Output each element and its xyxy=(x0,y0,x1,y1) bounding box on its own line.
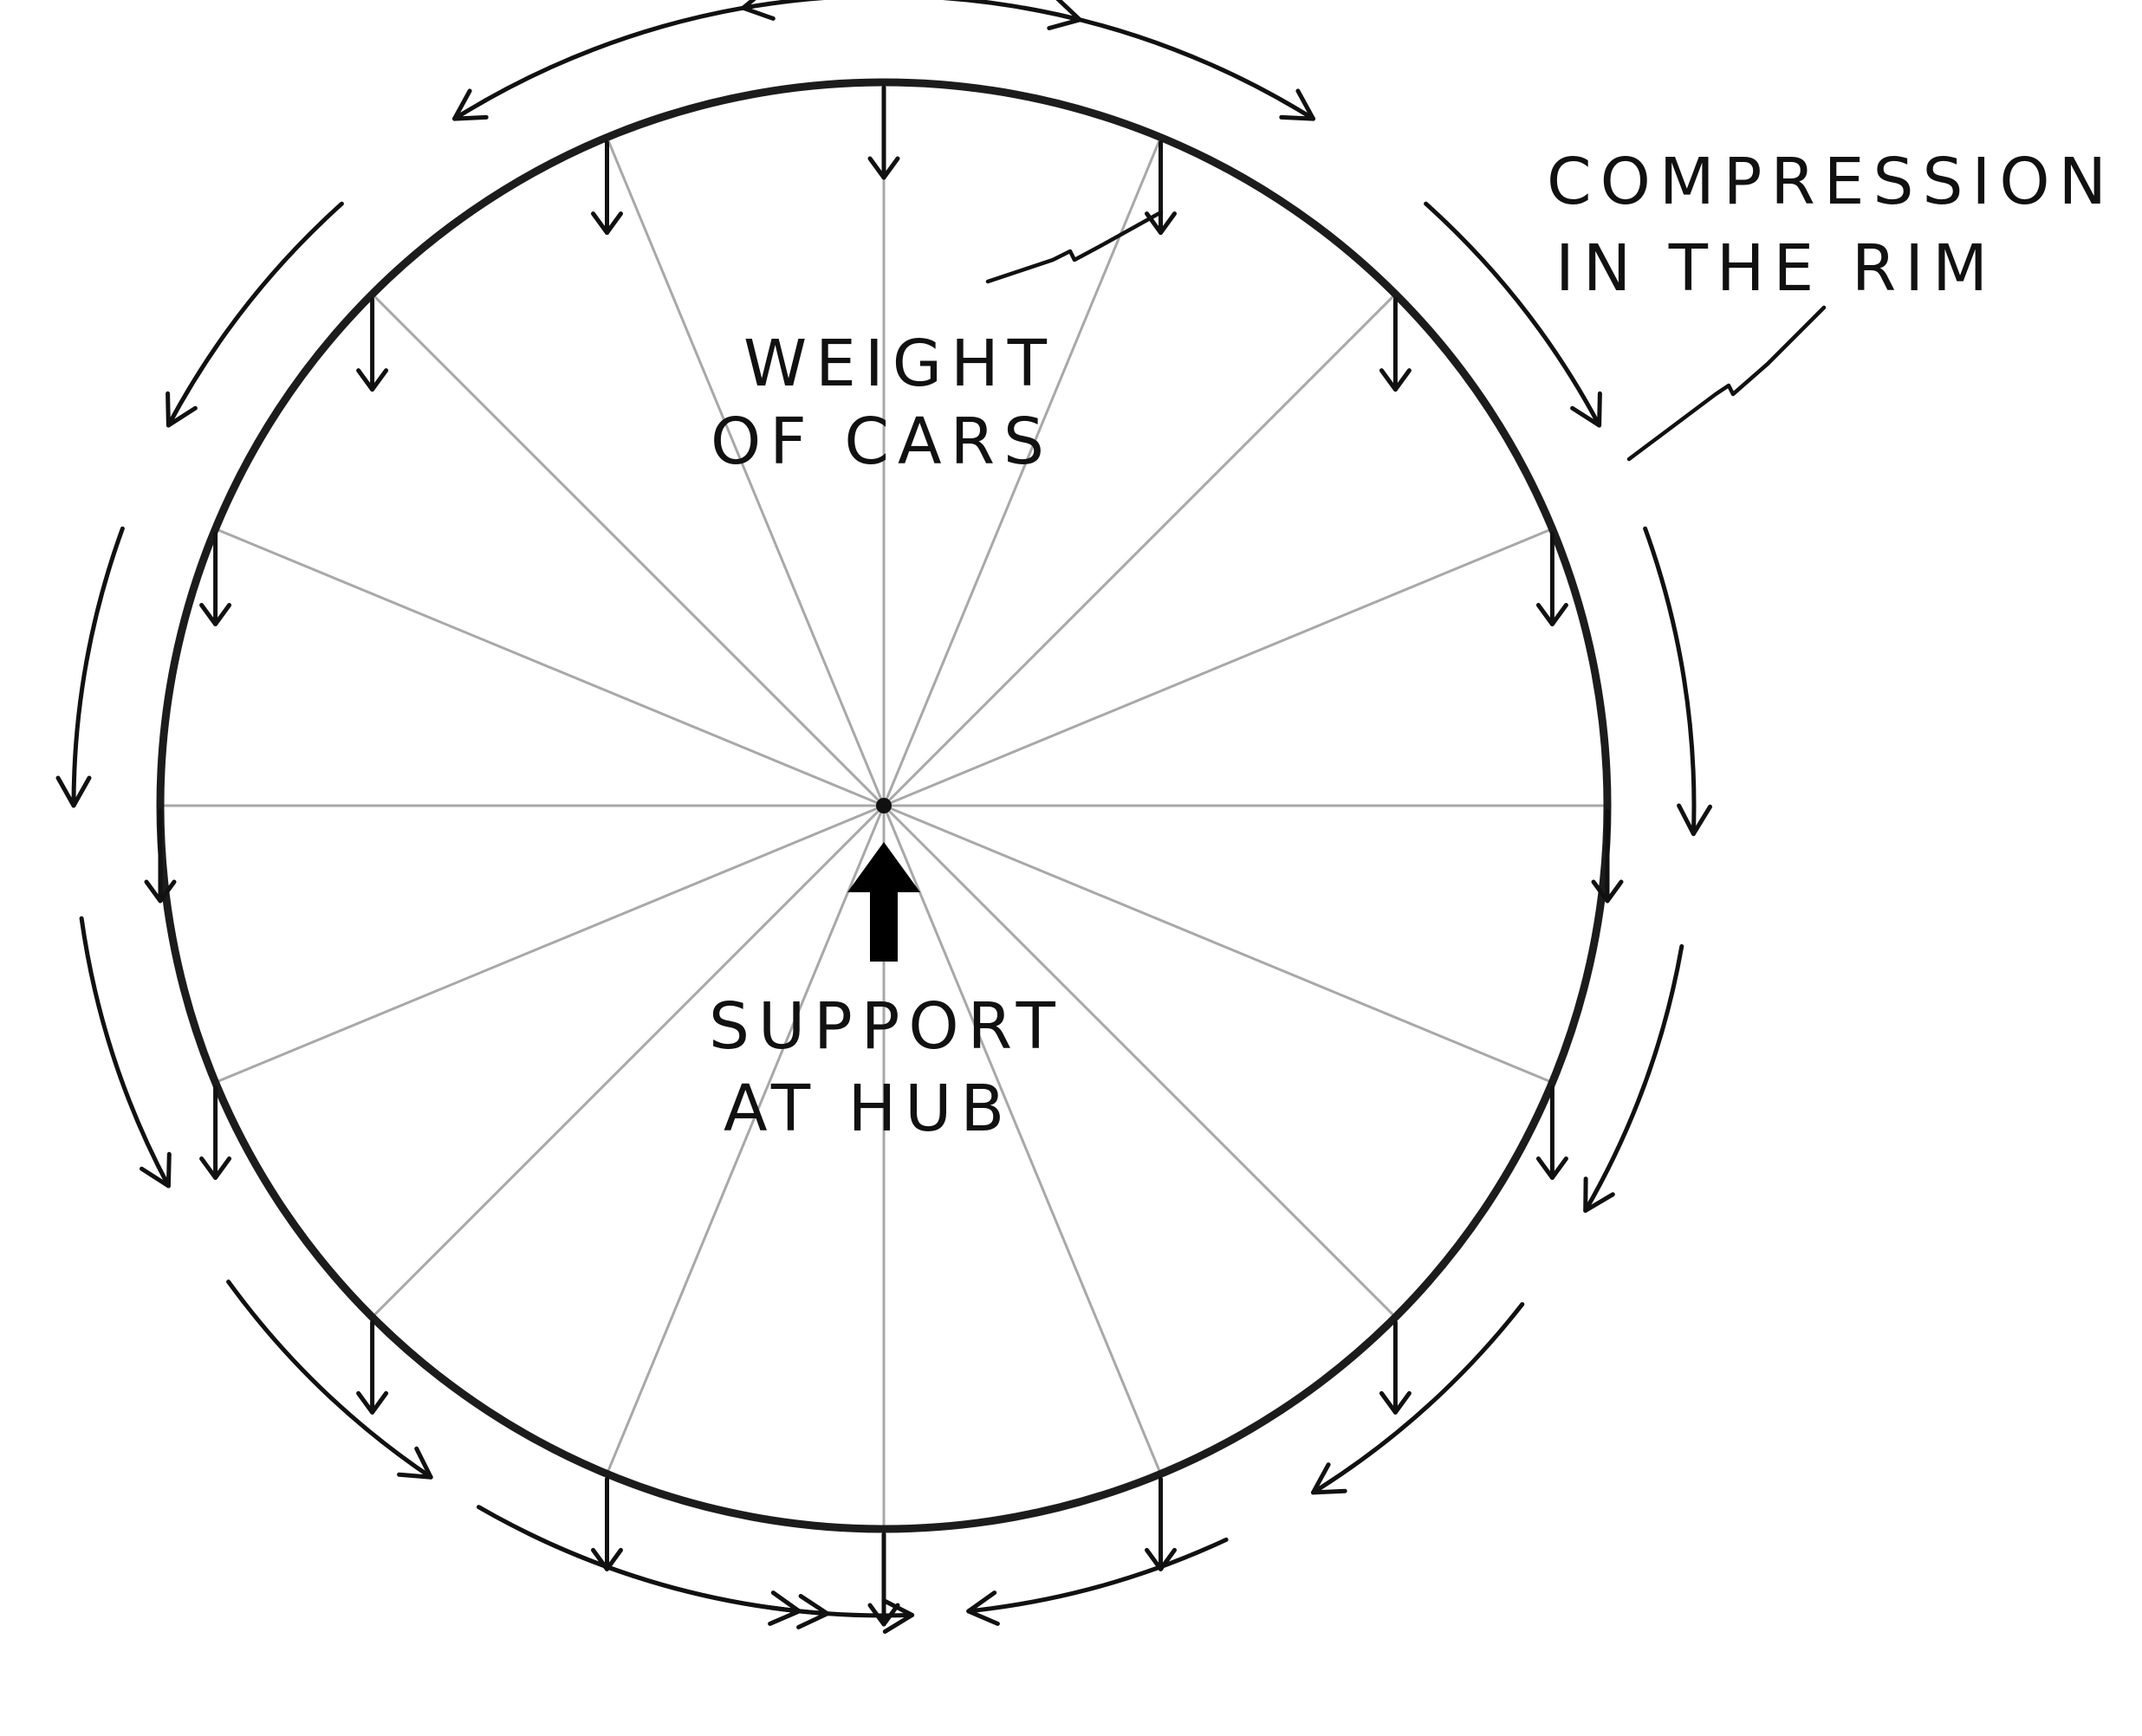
car-weight-arrow xyxy=(199,532,232,626)
compression-label-line2: IN THE RIM xyxy=(1555,231,1996,306)
car-weight-arrow xyxy=(356,1319,389,1415)
spoke xyxy=(606,137,886,806)
rim-compression-arrow xyxy=(1643,526,1712,837)
car-weight-arrow xyxy=(1145,1476,1177,1571)
support-arrow xyxy=(847,842,920,962)
weight-leader-line xyxy=(985,210,1164,284)
rim-compression-arrow xyxy=(226,1279,433,1480)
rim-compression-arrow xyxy=(941,0,1082,30)
support-label-line1: SUPPORT xyxy=(709,989,1064,1064)
car-weight-arrow xyxy=(1379,1319,1412,1415)
spokes xyxy=(160,82,1607,1529)
car-weight-arrow xyxy=(1535,532,1568,626)
hub xyxy=(876,798,892,813)
spoke xyxy=(882,805,1162,1474)
car-weight-arrow xyxy=(1591,808,1624,904)
spoke xyxy=(882,293,1397,807)
spoke xyxy=(882,804,1397,1318)
car-weight-arrow xyxy=(144,808,177,904)
car-weight-arrow xyxy=(591,140,623,236)
spoke xyxy=(371,293,886,807)
car-weight-arrows xyxy=(144,85,1624,1627)
car-weight-arrow xyxy=(1379,297,1412,392)
rim-compression-arrow xyxy=(741,0,826,21)
spoke xyxy=(606,805,886,1474)
rim-compression-arrow xyxy=(1583,943,1684,1213)
spoke xyxy=(215,528,885,807)
weight-label-line2: OF CARS xyxy=(711,405,1053,479)
rim-compression-arrow xyxy=(1311,1302,1525,1495)
car-weight-arrow xyxy=(867,85,900,180)
rim-compression-arrow xyxy=(477,1505,830,1629)
rim-compression-arrow xyxy=(1424,201,1602,428)
car-weight-arrow xyxy=(199,1085,232,1180)
support-label-line2: AT HUB xyxy=(724,1072,1013,1146)
spoke xyxy=(883,528,1553,807)
rim-compression-arrow xyxy=(166,201,344,428)
rim-compression-arrow xyxy=(966,1537,1229,1626)
car-weight-arrow xyxy=(356,297,389,392)
car-weight-arrow xyxy=(1535,1085,1568,1180)
rim-compression-arrow xyxy=(79,916,172,1189)
rim-compression-arrow xyxy=(55,526,125,808)
rim-compression-arrow xyxy=(452,5,746,121)
rim-compression-arrows xyxy=(55,0,1712,1634)
spoke xyxy=(215,804,885,1084)
car-weight-arrow xyxy=(591,1476,623,1571)
spoke xyxy=(882,137,1162,806)
spoke xyxy=(883,804,1553,1084)
spoke xyxy=(371,804,886,1318)
wheel-rim xyxy=(156,78,1612,1533)
compression-leader-line xyxy=(1626,305,1827,462)
weight-label-line1: WEIGHT xyxy=(743,327,1055,401)
car-weight-arrow xyxy=(1145,140,1177,236)
rim-compression-arrow xyxy=(526,1531,802,1626)
car-weight-arrow xyxy=(867,1532,900,1627)
compression-label-line1: COMPRESSION xyxy=(1547,145,2115,219)
